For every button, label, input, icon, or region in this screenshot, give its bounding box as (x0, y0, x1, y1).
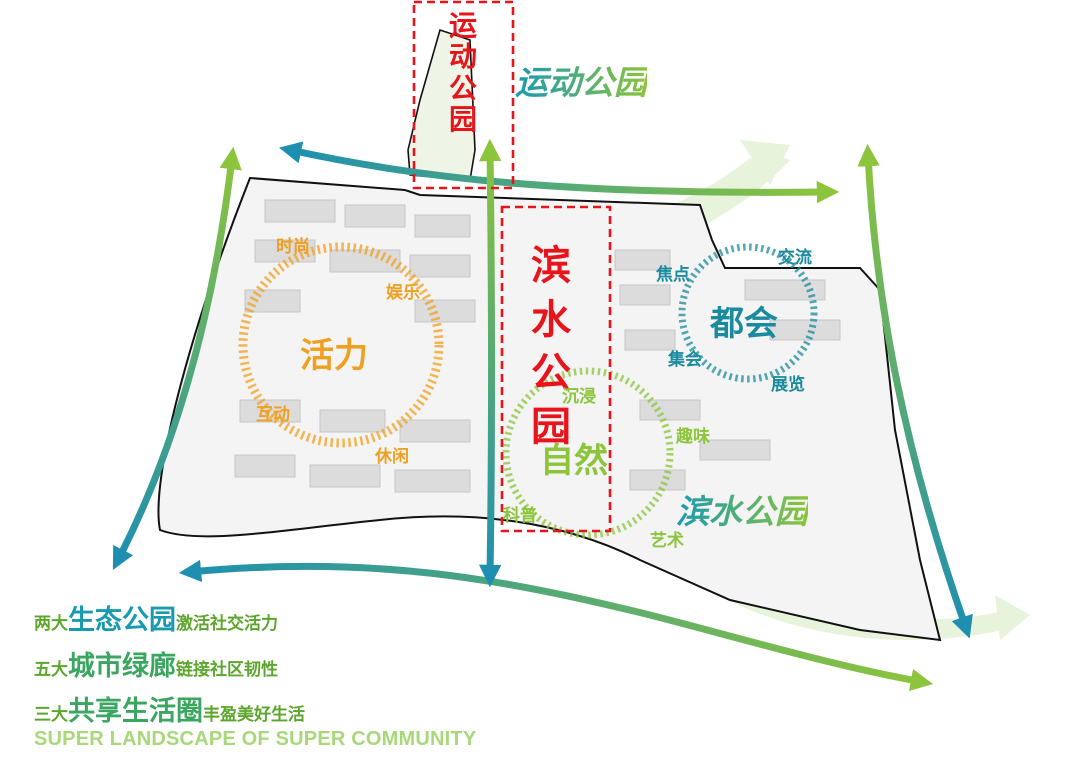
sport-park-vertical-title: 运 动 公 园 (441, 9, 485, 137)
char: 运 (448, 9, 477, 42)
building (629, 469, 686, 491)
building (344, 204, 406, 228)
char: 滨 (531, 243, 571, 289)
building (399, 419, 471, 443)
building (319, 409, 386, 433)
char: 园 (448, 103, 477, 137)
slogan-line-3: 三大共享生活圈丰盈美好生活 (34, 689, 305, 728)
building (624, 329, 676, 351)
building (409, 254, 471, 278)
vitality-keyword-interaction: 互动 (256, 405, 290, 425)
slogan-3-suffix: 丰盈美好生活 (203, 705, 305, 725)
english-tagline: SUPER LANDSCAPE OF SUPER COMMUNITY (34, 728, 477, 750)
arrow-center-vertical (478, 138, 502, 588)
slogan-line-2: 五大城市绿廊链接社区韧性 (34, 644, 278, 683)
slogan-1-prefix: 两大 (34, 614, 68, 634)
slogan-1-suffix: 激活社交活力 (176, 614, 278, 634)
building (414, 299, 476, 323)
vitality-ring (238, 242, 444, 448)
metropolis-center-label: 都会 (710, 304, 778, 344)
nature-ring (502, 367, 674, 539)
building (414, 214, 471, 238)
char: 公 (448, 71, 477, 105)
nature-center-label: 自然 (540, 441, 608, 481)
riverside-park-frame (500, 205, 612, 533)
slogan-1-highlight: 生态公园 (68, 605, 176, 636)
building (614, 249, 671, 271)
swoosh-arrow-head-bottom (995, 595, 1030, 640)
slogan-2-suffix: 链接社区韧性 (176, 660, 278, 680)
slogan-line-1: 两大生态公园激活社交活力 (34, 598, 278, 637)
building (619, 284, 671, 306)
char: 水 (531, 296, 571, 343)
building (309, 464, 381, 488)
metropolis-keyword-exhibition: 展览 (771, 375, 805, 395)
sport-park-title-text: 运动公园 (515, 63, 647, 102)
vitality-keyword-entertainment: 娱乐 (386, 283, 420, 303)
arrow-bottom-horizontal (178, 559, 934, 691)
riverside-park-title: 滨水公园 (676, 485, 808, 533)
nature-keyword-immersion: 沉浸 (562, 387, 596, 407)
building (264, 199, 336, 223)
metropolis-ring (678, 243, 818, 383)
vitality-keyword-leisure: 休闲 (375, 447, 409, 467)
arrow-right-vertical (857, 143, 973, 639)
building (699, 439, 771, 461)
vitality-keyword-fashion: 时尚 (276, 237, 310, 257)
nature-keyword-art: 艺术 (650, 531, 684, 551)
building (744, 279, 826, 301)
slogan-3-prefix: 三大 (34, 705, 68, 725)
flow-arrows (112, 138, 973, 691)
sport-park-title: 运动公园 (515, 56, 647, 104)
slogan-3-highlight: 共享生活圈 (68, 696, 203, 727)
riverside-park-vertical-title: 滨 水 公 园 (523, 240, 579, 454)
char: 公 (531, 350, 571, 397)
metropolis-keyword-focus: 焦点 (656, 265, 690, 285)
metropolis-keyword-exchange: 交流 (778, 248, 812, 268)
building (234, 454, 296, 478)
riverside-park-title-text: 滨水公园 (676, 492, 808, 531)
vitality-center-label: 活力 (300, 336, 368, 376)
nature-keyword-science: 科普 (503, 506, 537, 526)
building (769, 319, 841, 341)
arrow-left-vertical (112, 146, 242, 570)
arrow-top-horizontal (279, 141, 840, 204)
building (244, 289, 301, 313)
char: 动 (448, 40, 477, 74)
slogan-2-prefix: 五大 (34, 660, 68, 680)
nature-keyword-fun: 趣味 (676, 427, 710, 447)
slogan-2-highlight: 城市绿廊 (68, 651, 176, 682)
building-blocks (234, 199, 841, 493)
building (394, 469, 471, 493)
char: 园 (531, 403, 571, 450)
metropolis-keyword-assembly: 集会 (668, 350, 702, 370)
building (329, 249, 401, 273)
